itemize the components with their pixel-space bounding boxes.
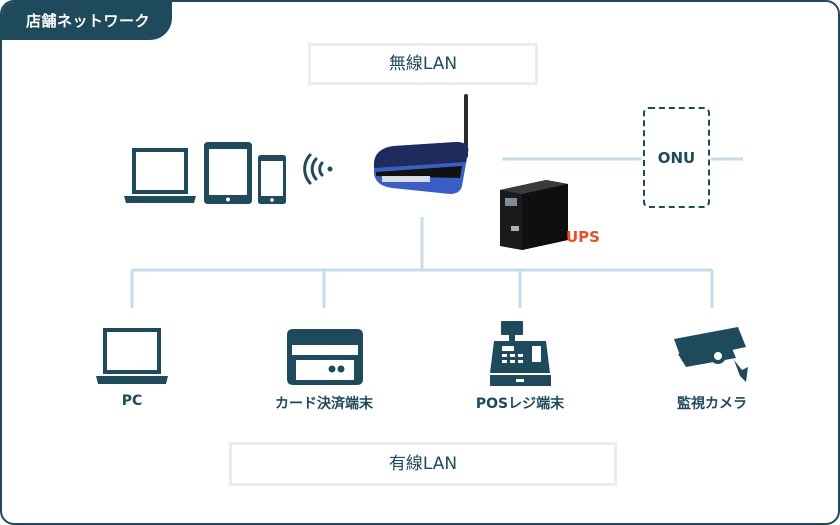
wired-lan-label: 有線LAN <box>229 442 617 486</box>
pos-register-icon <box>490 321 551 386</box>
device-label-camera: 監視カメラ <box>677 396 747 412</box>
connection-lines <box>130 157 743 308</box>
device-label-card-terminal: カード決済端末 <box>275 396 373 412</box>
ups-icon <box>500 180 568 250</box>
router-icon <box>374 94 469 194</box>
header-tab: 店舗ネットワーク <box>2 2 173 40</box>
onu-box: ONU <box>643 107 710 208</box>
device-label-pos: POSレジ端末 <box>475 396 565 412</box>
security-camera-icon <box>674 327 748 382</box>
ups-label: UPS <box>566 228 600 246</box>
wireless-lan-label: 無線LAN <box>308 43 538 85</box>
laptop-icon <box>124 148 196 203</box>
tablet-icon <box>204 142 252 204</box>
onu-label: ONU <box>657 148 696 167</box>
smartphone-icon <box>258 155 286 204</box>
pc-icon <box>96 328 168 384</box>
card-terminal-icon <box>287 329 363 385</box>
wifi-icon <box>303 153 333 185</box>
device-label-pc: PC <box>121 393 143 409</box>
